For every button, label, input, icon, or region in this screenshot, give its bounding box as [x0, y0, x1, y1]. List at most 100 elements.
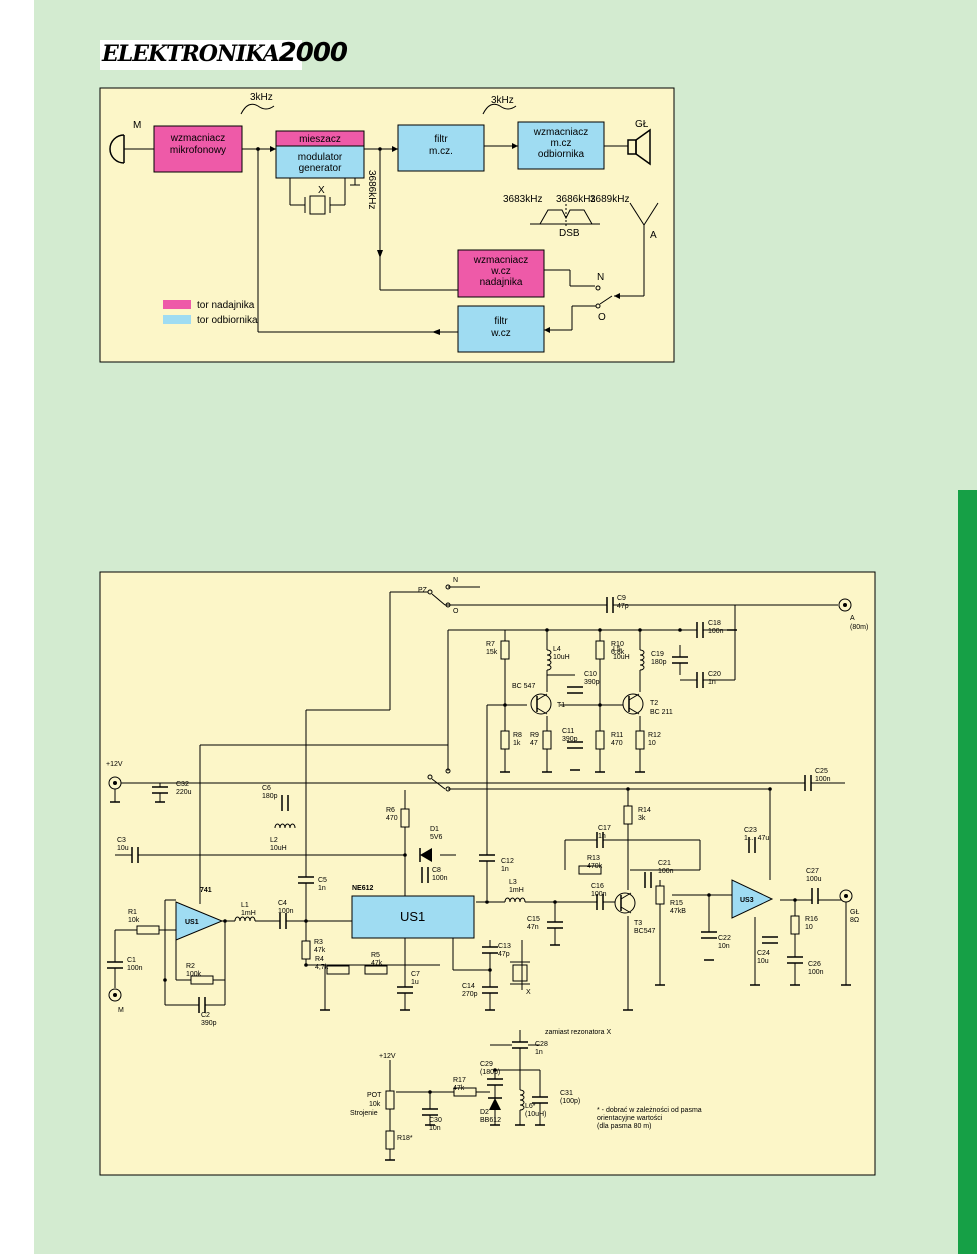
component-label-r4: R4: [315, 956, 324, 963]
r13-resistor-icon: [578, 865, 602, 875]
f-low-label: 3683kHz: [503, 194, 542, 205]
x-label: X: [526, 989, 531, 996]
component-label-c13: C13: [498, 943, 511, 950]
component-label-c5: C5: [318, 877, 327, 884]
component-value-l2: 10uH: [270, 845, 287, 852]
component-label-c20: C20: [708, 671, 721, 678]
component-value-c2: 390p: [201, 1020, 217, 1027]
dsb-label: DSB: [559, 228, 580, 239]
component-label-c28: C28: [535, 1041, 548, 1048]
r5-resistor-icon: [364, 965, 388, 975]
component-value-r4: 4,7k: [315, 964, 329, 971]
component-value-c1: 100n: [127, 965, 143, 972]
transistor-t3-icon: [614, 892, 636, 914]
component-value-c7: 1u: [411, 979, 419, 986]
component-value-c26: 100n: [808, 969, 824, 976]
c28-capacitor-icon: [512, 1041, 528, 1049]
c14-capacitor-icon: [482, 986, 498, 994]
component-value-c6: 180p: [262, 793, 278, 800]
r14-resistor-icon: [623, 805, 633, 825]
component-label-c26: C26: [808, 961, 821, 968]
component-value-c9: 47p: [617, 603, 629, 610]
c9-capacitor-icon: [606, 597, 614, 613]
component-value-r14: 3k: [638, 815, 646, 822]
c4-capacitor-icon: [279, 913, 287, 929]
component-value-r3: 47k: [314, 947, 326, 954]
component-value-r7: 15k: [486, 649, 498, 656]
component-label-c12: C12: [501, 858, 514, 865]
component-value-c14: 270p: [462, 991, 478, 998]
d2-varicap-diode-icon: [488, 1097, 502, 1110]
component-label-c16: C16: [591, 883, 604, 890]
component-label-c21: C21: [658, 860, 671, 867]
component-value-r15: 47kB: [670, 908, 686, 915]
component-value-c30: 10n: [429, 1125, 441, 1132]
pot-value-label: 10k: [369, 1101, 381, 1108]
ant-label: A: [850, 615, 855, 622]
component-value-c17: 1n: [598, 833, 606, 840]
c18-capacitor-icon: [696, 622, 704, 638]
c27-capacitor-icon: [811, 888, 819, 904]
component-label-d1: D1: [430, 826, 439, 833]
l4-inductor-icon: [546, 649, 552, 671]
supply2-label: +12V: [379, 1053, 396, 1060]
component-label-c23: C23: [744, 827, 757, 834]
c3-capacitor-icon: [131, 847, 139, 863]
us3-label: US3: [740, 897, 754, 904]
r12-resistor-icon: [635, 730, 645, 750]
page-edge-bar: [958, 490, 977, 1254]
c15-capacitor-icon: [547, 921, 563, 929]
component-label-c6: C6: [262, 785, 271, 792]
c32-capacitor-icon: [152, 786, 168, 794]
c11-capacitor-icon: [567, 741, 583, 749]
o-label: O: [453, 608, 459, 615]
mic-label: M: [133, 120, 141, 131]
component-label-c2: C2: [201, 1012, 210, 1019]
r17-resistor-icon: [453, 1087, 477, 1097]
antenna-icon: [614, 202, 659, 299]
component-label-c8: C8: [432, 867, 441, 874]
us1-opamp-741: [175, 901, 224, 941]
legend-rx-label: tor odbiornika: [197, 315, 258, 326]
component-label-c17: C17: [598, 825, 611, 832]
component-label-l1: L1: [241, 902, 249, 909]
page-margin-strip: [958, 0, 977, 490]
c16-capacitor-icon: [596, 894, 604, 910]
us1-label: US1: [400, 909, 425, 924]
component-value-l5: 10uH: [613, 654, 630, 661]
spectrum-icon-2: [482, 103, 517, 115]
mic-connector-icon: [108, 988, 122, 1002]
dsb-spectrum-icon: [530, 204, 600, 226]
component-value-c31: (100p): [560, 1098, 580, 1105]
c5-capacitor-icon: [298, 876, 314, 884]
c17-capacitor-icon: [596, 832, 604, 848]
component-value-c4: 100n: [278, 908, 294, 915]
r16-resistor-icon: [790, 915, 800, 935]
c24-capacitor-icon: [762, 936, 778, 944]
component-value-c12: 1n: [501, 866, 509, 873]
r9-resistor-icon: [542, 730, 552, 750]
c7-capacitor-icon: [397, 986, 413, 994]
component-value-r16: 10: [805, 924, 813, 931]
component-label-c27: C27: [806, 868, 819, 875]
crystal-label: X: [318, 185, 325, 196]
component-label-l3: L3: [509, 879, 517, 886]
transistor-t2-icon: [622, 693, 644, 715]
r2-resistor-icon: [190, 975, 214, 985]
n-label: N: [453, 577, 458, 584]
component-label-c7: C7: [411, 971, 420, 978]
r8-resistor-icon: [500, 730, 510, 750]
component-label-l6star: L6*: [525, 1103, 536, 1110]
us3-amplifier: [731, 879, 774, 919]
r18-resistor-icon: [385, 1130, 395, 1150]
c30-capacitor-icon: [422, 1108, 438, 1116]
ground-icon: [350, 178, 360, 186]
component-label-r14: R14: [638, 807, 651, 814]
component-value-c25: 100n: [815, 776, 831, 783]
switch-o-label: O: [598, 312, 606, 323]
component-label-c3: C3: [117, 837, 126, 844]
component-label-r10: R10: [611, 641, 624, 648]
